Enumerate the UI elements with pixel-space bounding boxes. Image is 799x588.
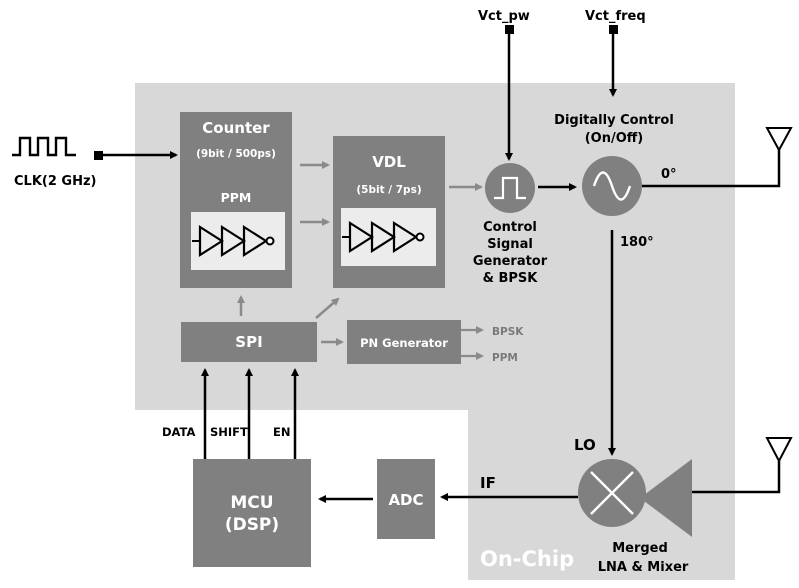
vct-freq-label: Vct_freq (585, 9, 646, 24)
csg-label-2: Signal (487, 237, 533, 252)
mcu-label-1: MCU (230, 493, 273, 513)
clk-terminal (94, 151, 103, 160)
pn-bpsk-label: BPSK (492, 326, 524, 338)
phase-0-label: 0° (661, 167, 677, 182)
spi-label: SPI (235, 333, 262, 351)
csg-label-4: & BPSK (483, 271, 539, 286)
csg-label-1: Control (483, 220, 537, 235)
pn-generator-label: PN Generator (360, 336, 448, 350)
mixer-label-2: LNA & Mixer (598, 560, 689, 575)
adc-label: ADC (388, 491, 423, 509)
data-signal-label: DATA (162, 425, 196, 439)
if-label: IF (480, 474, 496, 492)
mcu-block (193, 459, 311, 567)
mcu-label-2: (DSP) (225, 515, 279, 535)
sine-wave-icon (592, 171, 632, 201)
rx-input-line (692, 461, 781, 494)
vdl-subtitle: (5bit / 7ps) (356, 184, 421, 196)
csg-label-3: Generator (473, 254, 548, 269)
clock-waveform-icon (12, 136, 76, 157)
vdl-title: VDL (372, 153, 406, 171)
oscillator-label-1: Digitally Control (554, 113, 674, 128)
en-signal-label: EN (273, 425, 290, 439)
ppm-label: PPM (221, 190, 252, 205)
control-signal-generator (485, 163, 535, 213)
tx-output-line (642, 150, 781, 188)
lo-label: LO (574, 436, 596, 454)
oscillator-label-2: (On/Off) (585, 131, 644, 146)
clk-label: CLK(2 GHz) (14, 174, 96, 189)
mixer-cross-icon (590, 471, 634, 515)
phase-180-label: 180° (620, 235, 654, 250)
vct-pw-terminal (505, 25, 514, 34)
on-chip-label: On-Chip (480, 547, 574, 571)
pn-ppm-label: PPM (492, 352, 518, 364)
vct-freq-terminal (609, 25, 618, 34)
pn-generator-block (347, 320, 461, 364)
tx-antenna-icon (765, 127, 793, 153)
adc-block (377, 459, 435, 539)
pulse-icon (494, 176, 526, 200)
spi-block (181, 322, 317, 362)
spi-to-vdl-arrow (315, 297, 340, 319)
vct-pw-label: Vct_pw (478, 9, 530, 24)
shift-signal-label: SHIFT (210, 425, 248, 439)
counter-title: Counter (202, 119, 270, 137)
mixer-label-1: Merged (612, 541, 668, 556)
counter-subtitle: (9bit / 500ps) (196, 148, 276, 160)
lna-triangle (640, 459, 692, 537)
rx-antenna-icon (765, 437, 793, 464)
